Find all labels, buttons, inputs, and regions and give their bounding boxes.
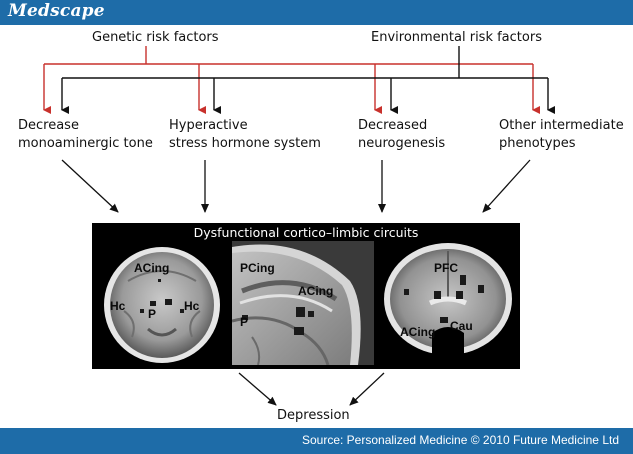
region-label: PFC bbox=[434, 261, 458, 275]
region-label: ACing bbox=[134, 261, 170, 275]
coronal-scan: PFC ACing Cau bbox=[380, 241, 516, 365]
region-label: P bbox=[148, 307, 157, 321]
intermediate-line: monoaminergic tone bbox=[18, 136, 153, 151]
intermediate-monoaminergic: Decrease monoaminergic tone bbox=[18, 117, 153, 153]
intermediate-line: Decrease bbox=[18, 118, 79, 133]
genetic-risk-label: Genetic risk factors bbox=[92, 30, 219, 45]
intermediate-stress-hormone: Hyperactive stress hormone system bbox=[169, 117, 321, 153]
diagram-connectors bbox=[43, 46, 555, 406]
brand-logo: Medscape bbox=[8, 1, 105, 21]
region-label: ACing bbox=[298, 284, 334, 298]
panel-title: Dysfunctional cortico–limbic circuits bbox=[193, 225, 419, 240]
header-bar: Medscape bbox=[0, 0, 633, 25]
intermediate-other: Other intermediate phenotypes bbox=[499, 117, 624, 153]
source-credit: Source: Personalized Medicine © 2010 Fut… bbox=[301, 433, 619, 447]
region-label: Cau bbox=[450, 319, 473, 333]
region-label: PCing bbox=[240, 261, 275, 275]
region-label: P bbox=[240, 315, 249, 329]
environmental-connector bbox=[61, 46, 555, 114]
intermediate-line: Other intermediate bbox=[499, 118, 624, 133]
intermediate-line: Decreased bbox=[358, 118, 428, 133]
sagittal-scan: PCing ACing P bbox=[232, 241, 374, 365]
footer-bar: Source: Personalized Medicine © 2010 Fut… bbox=[0, 428, 633, 454]
intermediate-line: neurogenesis bbox=[358, 136, 446, 151]
genetic-connector bbox=[43, 46, 540, 114]
intermediate-line: phenotypes bbox=[499, 136, 576, 151]
axial-brain-image bbox=[104, 247, 220, 363]
brain-scan-panel: Dysfunctional cortico–limbic circuits bbox=[92, 223, 520, 369]
region-label: Hc bbox=[184, 299, 200, 313]
outcome-arrows bbox=[238, 372, 385, 406]
outcome-depression: Depression bbox=[277, 408, 350, 423]
intermediate-neurogenesis: Decreased neurogenesis bbox=[358, 117, 445, 153]
environmental-risk-label: Environmental risk factors bbox=[371, 30, 542, 45]
axial-scan: ACing Hc P Hc bbox=[98, 241, 228, 365]
sagittal-brain-image bbox=[232, 241, 374, 365]
intermediate-line: Hyperactive bbox=[169, 118, 248, 133]
region-label: ACing bbox=[400, 325, 436, 339]
coronal-brain-image bbox=[384, 243, 512, 365]
region-label: Hc bbox=[110, 299, 126, 313]
intermediate-line: stress hormone system bbox=[169, 136, 321, 151]
intermediate-arrows bbox=[61, 159, 531, 213]
